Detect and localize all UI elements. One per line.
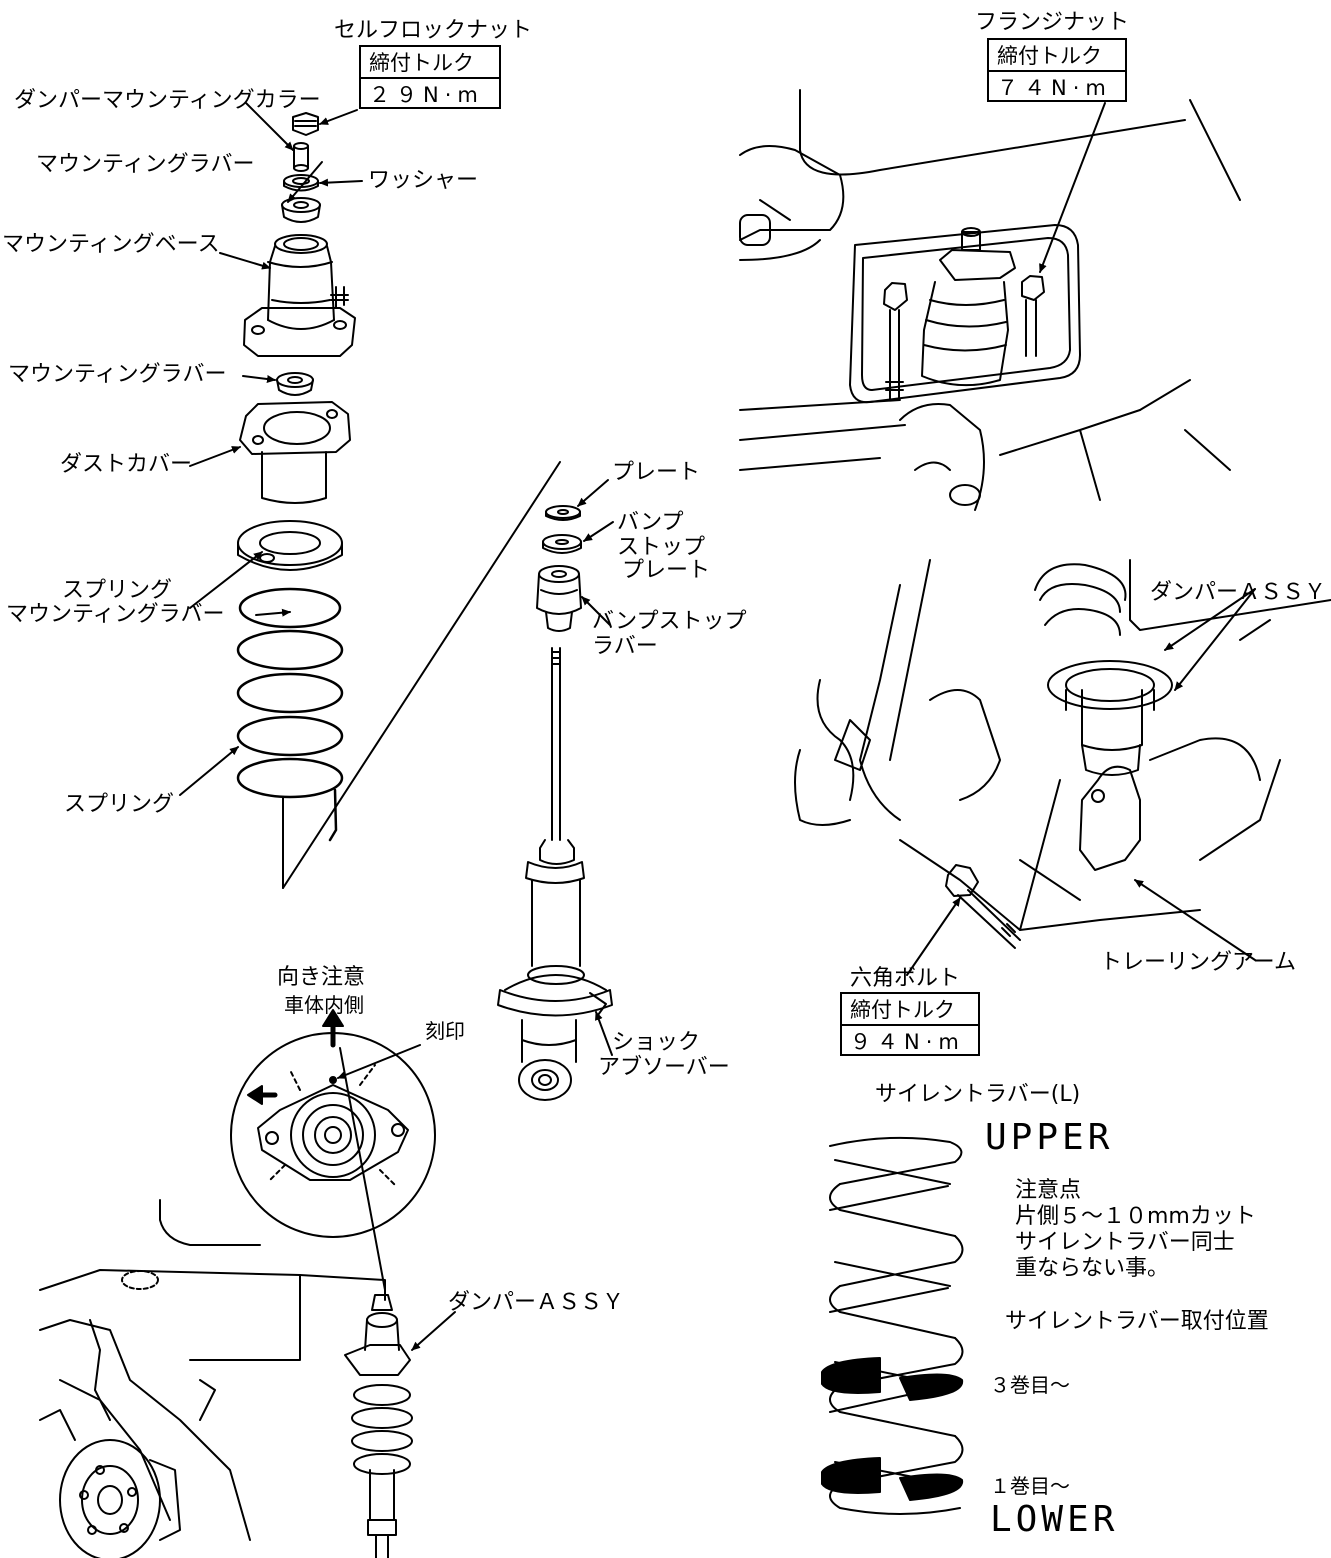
leader-flange-nut xyxy=(1039,102,1106,273)
dust-cover-part xyxy=(239,401,351,504)
leader-mounting-rubber-upper xyxy=(287,161,323,203)
leader-trailing-arm xyxy=(1134,879,1256,961)
leader-spring-mounting-rubber xyxy=(189,551,263,609)
damper-mounting-collar-part xyxy=(293,142,309,172)
label-mounting-rubber-upper: マウンティングラバー xyxy=(36,152,255,177)
label-mounting-base: マウンティングベース xyxy=(2,232,220,257)
leader-plate xyxy=(577,479,609,507)
spring-mounting-rubber-part xyxy=(237,520,343,571)
leader-marking xyxy=(337,1044,421,1079)
label-flange-nut: フランジナット xyxy=(975,10,1130,35)
torque-value: ７４N·m xyxy=(989,70,1125,102)
trailing-arm-view xyxy=(794,559,1331,949)
label-damper-mounting-collar: ダンパーマウンティングカラー xyxy=(14,88,321,113)
bump-stop-rubber-part xyxy=(536,565,582,632)
self-lock-nut-part xyxy=(292,112,319,136)
torque-heading: 締付トルク xyxy=(997,44,1102,68)
leader-self-lock-nut xyxy=(319,109,358,125)
leader-lines xyxy=(179,102,1256,1351)
rear-body-mount-view xyxy=(739,89,1241,511)
torque-box-flange-nut: 締付トルク ７４N·m xyxy=(987,38,1127,102)
leader-damper-assy-bottom xyxy=(411,1311,456,1351)
leader-washer xyxy=(319,178,363,187)
leader-mounting-base xyxy=(219,252,271,270)
label-self-lock-nut: セルフロックナット xyxy=(334,18,533,43)
torque-heading: 締付トルク xyxy=(850,998,955,1022)
shock-absorber-part xyxy=(497,647,613,1101)
label-damper-assy-bottom: ダンパーＡＳＳＹ xyxy=(448,1290,625,1315)
label-silent-rubber: サイレントラバー(L) xyxy=(875,1082,1081,1107)
label-direction-caution: 向き注意 xyxy=(277,965,366,990)
label-note-title: 注意点 xyxy=(1015,1178,1082,1203)
label-bump-stop-plate-3: プレート xyxy=(622,558,711,583)
label-note-line3: 重ならない事。 xyxy=(1015,1256,1170,1281)
label-spring-mounting-rubber-1: スプリング xyxy=(62,578,173,603)
label-lower: LOWER xyxy=(990,1499,1119,1540)
label-dust-cover: ダストカバー xyxy=(60,452,193,477)
label-shock-absorber-1: ショック xyxy=(612,1030,701,1055)
bump-stop-plate-part xyxy=(542,534,582,554)
coil-spring-part xyxy=(236,587,344,842)
label-spring-mounting-rubber-2: マウンティングラバー xyxy=(6,602,225,627)
leader-hex-bolt xyxy=(906,897,961,976)
torque-heading: 締付トルク xyxy=(369,51,474,75)
label-body-inner-side: 車体内側 xyxy=(284,993,364,1017)
label-bump-stop-rubber-2: ラバー xyxy=(592,634,658,659)
label-first-coil: １巻目～ xyxy=(990,1474,1070,1498)
leader-spring xyxy=(179,746,239,796)
torque-box-hex-bolt: 締付トルク ９４N·m xyxy=(840,992,980,1056)
torque-box-self-lock-nut: 締付トルク ２９N·m xyxy=(359,45,501,109)
label-silent-rubber-position: サイレントラバー取付位置 xyxy=(1005,1309,1269,1334)
leader-bump-stop-rubber xyxy=(581,596,611,626)
label-plate: プレート xyxy=(612,460,701,485)
mounting-rubber-lower-part xyxy=(276,372,314,396)
leader-damper-assy-right-2 xyxy=(1174,588,1256,691)
torque-value: ９４N·m xyxy=(842,1024,978,1056)
label-bump-stop-plate-1: バンプ xyxy=(617,510,684,535)
label-hex-bolt: 六角ボルト xyxy=(850,966,961,991)
label-shock-absorber-2: アブソーバー xyxy=(598,1055,730,1080)
leader-spring-mounting-rubber-2 xyxy=(255,608,291,617)
label-upper: UPPER xyxy=(985,1117,1114,1158)
leader-shock-absorber xyxy=(595,1011,613,1056)
leader-mounting-rubber-lower xyxy=(242,375,276,383)
leader-damper-assy-right xyxy=(1164,588,1256,651)
label-spring: スプリング xyxy=(64,792,175,817)
mounting-base-part xyxy=(243,234,356,357)
plate-part xyxy=(545,505,581,521)
label-damper-assy-right: ダンパーＡＳＳＹ xyxy=(1150,580,1327,605)
marking-dot xyxy=(329,1076,337,1084)
label-marking: 刻印 xyxy=(425,1019,465,1043)
mount-top-view-circle xyxy=(230,1009,436,1238)
torque-value: ２９N·m xyxy=(361,77,499,109)
label-third-coil: ３巻目～ xyxy=(990,1373,1070,1397)
wheel-hub-installed-view xyxy=(39,1047,413,1558)
label-trailing-arm: トレーリングアーム xyxy=(1100,950,1297,975)
leader-dust-cover xyxy=(189,446,241,467)
label-bump-stop-plate-2: ストップ xyxy=(617,535,706,560)
mounting-rubber-upper-part xyxy=(281,197,321,223)
exploded-view-guide-line xyxy=(282,461,561,889)
label-bump-stop-rubber-1: バンプストップ xyxy=(592,609,747,634)
label-washer: ワッシャー xyxy=(368,168,479,193)
label-note-line2: サイレントラバー同士 xyxy=(1015,1230,1235,1255)
label-mounting-rubber-lower: マウンティングラバー xyxy=(8,362,227,387)
label-note-line1: 片側５～１０mmカット xyxy=(1015,1204,1256,1229)
leader-mounting-collar xyxy=(245,102,294,151)
silent-rubber-spring-view xyxy=(821,1136,964,1515)
leader-bump-stop-plate xyxy=(583,521,614,542)
